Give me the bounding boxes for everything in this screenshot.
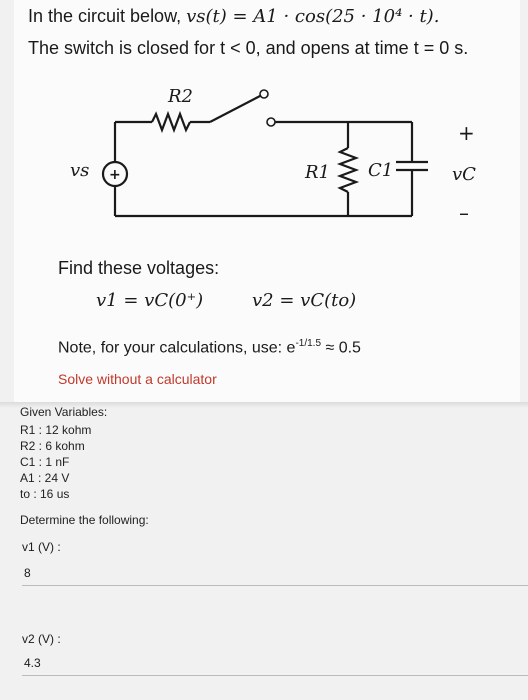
problem-card [14, 0, 520, 402]
r2-resistor [151, 110, 191, 134]
vc-label: vC [452, 164, 476, 185]
equation-v2: v2 = vC(to) [252, 290, 357, 311]
given-header: Given Variables: [20, 405, 108, 419]
vs-label: vs [70, 160, 89, 181]
r2-label: R2 [167, 86, 193, 107]
answer-v1-underline [22, 585, 528, 586]
answer-v2-underline [22, 675, 528, 676]
source-equation: vs(t) = A1 · cos(25 · 10⁴ · t). [186, 6, 440, 27]
circuit-diagram: R2 R1 C1 vs + + vC – [70, 86, 476, 225]
given-item: R1 : 12 kohm [20, 423, 92, 437]
equation-v1: v1 = vC(0⁺) [96, 290, 204, 311]
note-suffix: ≈ 0.5 [321, 339, 361, 357]
vc-minus: – [459, 201, 469, 225]
given-item: A1 : 24 V [20, 471, 70, 485]
problem-line-2: The switch is closed for t < 0, and open… [28, 38, 469, 58]
given-item: to : 16 us [20, 487, 70, 501]
note-exponent: -1/1.5 [295, 338, 322, 349]
card-shadow [0, 402, 528, 408]
switch-contact-lower [266, 117, 276, 127]
r1-resistor [336, 147, 360, 193]
switch-blade [209, 95, 261, 123]
answer-v1-value[interactable]: 8 [24, 566, 31, 580]
solve-instruction: Solve without a calculator [58, 371, 217, 387]
answer-v2-label: v2 (V) : [22, 632, 61, 646]
given-variables: Given Variables: R1 : 12 kohm R2 : 6 koh… [20, 404, 149, 528]
find-heading: Find these voltages: [58, 258, 220, 278]
source-plus: + [109, 167, 121, 183]
c1-label: C1 [368, 160, 393, 181]
r1-label: R1 [304, 162, 330, 183]
answer-v1-label: v1 (V) : [22, 540, 61, 554]
problem-intro: In the circuit below, [28, 6, 187, 26]
given-item: C1 : 1 nF [20, 455, 70, 469]
note-prefix: Note, for your calculations, use: e [58, 339, 296, 357]
problem-line-1: In the circuit below, vs(t) = A1 · cos(2… [28, 6, 439, 27]
determine-heading: Determine the following: [20, 513, 149, 527]
answer-v2-value[interactable]: 4.3 [24, 656, 41, 670]
given-item: R2 : 6 kohm [20, 439, 85, 453]
switch-contact-upper [259, 89, 269, 99]
vc-plus: + [458, 121, 475, 145]
voltage-source [101, 160, 129, 188]
note-text: Note, for your calculations, use: e-1/1.… [58, 338, 361, 357]
